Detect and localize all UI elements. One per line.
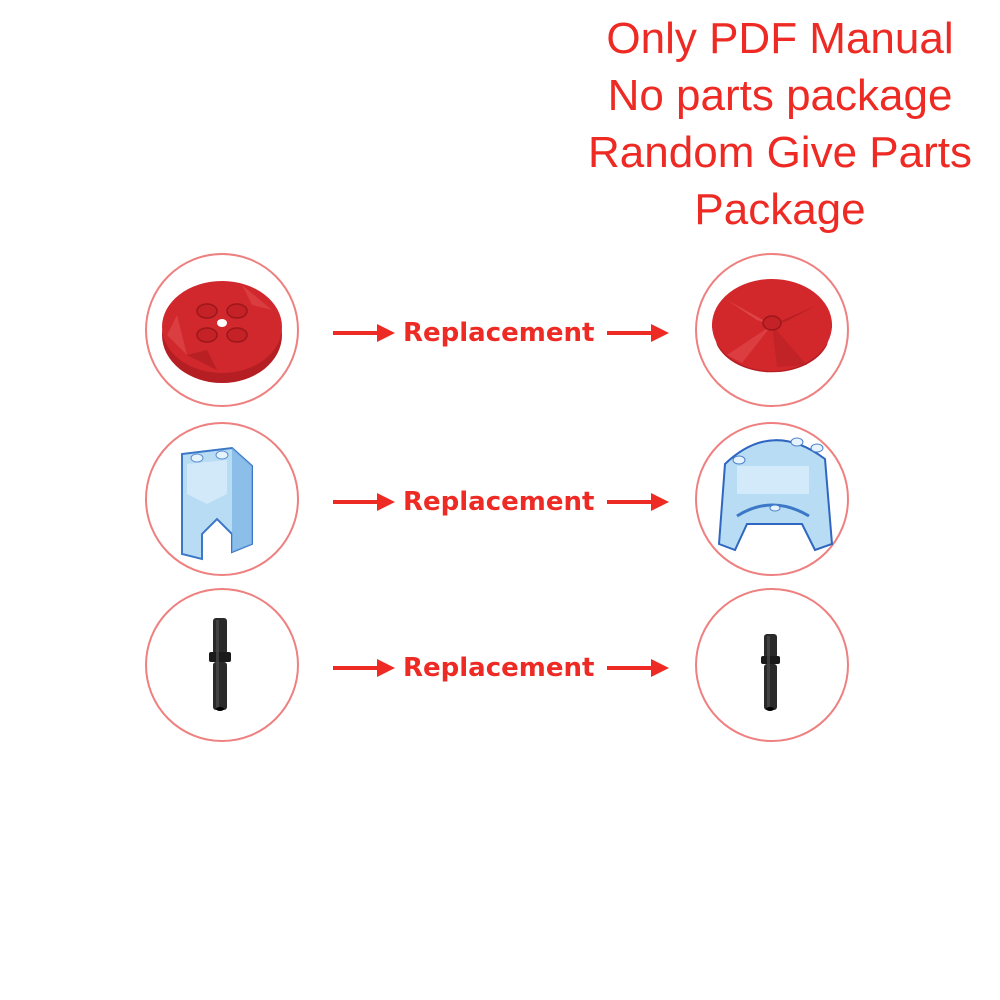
replacement-row-3: Replacement [145,588,860,748]
red-round-dish-icon [712,279,832,373]
notice-line-2: No parts package [607,71,953,120]
arrow-right-icon [333,492,395,512]
replacement-row-2: Replacement [145,422,860,582]
trans-blue-windscreen-icon [181,446,253,561]
notice-line-4: Package [694,185,866,234]
original-part-circle [145,253,299,407]
replacement-label: Replacement [403,487,595,517]
replacement-part-circle [695,422,849,576]
replacement-row-1: Replacement [145,253,860,413]
replacement-part-circle [695,588,849,742]
original-part-circle [145,588,299,742]
replacement-label: Replacement [403,318,595,348]
notice-line-1: Only PDF Manual [606,14,954,63]
arrow-right-icon [333,323,395,343]
arrow-right-icon [607,323,669,343]
arrow-right-icon [607,492,669,512]
black-axle-pin-short-icon [761,634,780,711]
original-part-circle [145,422,299,576]
replacement-part-circle [695,253,849,407]
notice-text-block: Only PDF Manual No parts package Random … [560,10,1000,238]
notice-line-3: Random Give Parts [588,128,972,177]
arrow-right-icon [607,658,669,678]
trans-blue-cockpit-icon [717,437,834,552]
replacement-label: Replacement [403,653,595,683]
black-axle-pin-icon [209,618,231,711]
arrow-right-icon [333,658,395,678]
red-round-plate-icon [162,281,282,383]
